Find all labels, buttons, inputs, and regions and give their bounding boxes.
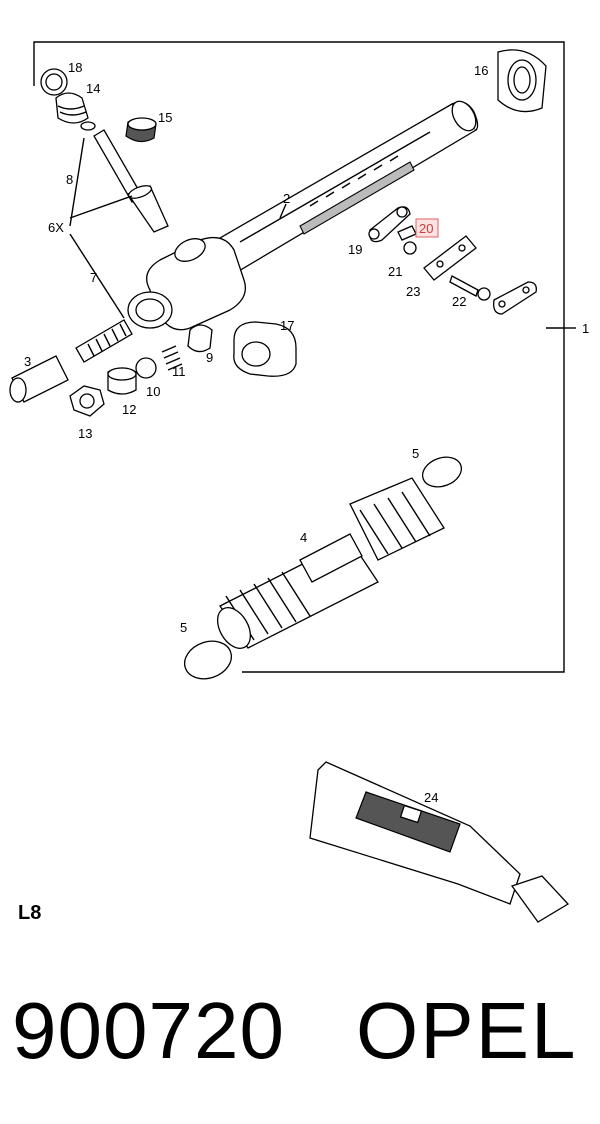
lock-nut bbox=[69, 385, 105, 417]
leader-lines bbox=[69, 137, 564, 329]
boot-clamp-left bbox=[183, 640, 233, 680]
callout-24: 24 bbox=[424, 790, 438, 805]
boot-clamp-right bbox=[421, 456, 463, 488]
callout-8: 8 bbox=[66, 172, 73, 187]
steering-rack-housing bbox=[127, 100, 479, 331]
callout-4: 4 bbox=[300, 530, 307, 545]
mounting-bolt bbox=[449, 275, 491, 301]
callout-3: 3 bbox=[24, 354, 31, 369]
callout-11: 11 bbox=[172, 364, 186, 379]
callout-20-highlight bbox=[415, 218, 439, 238]
tie-rod-bracket bbox=[368, 206, 411, 243]
callout-19: 19 bbox=[348, 242, 362, 257]
callout-10: 10 bbox=[146, 384, 160, 399]
callout-18: 18 bbox=[68, 60, 82, 75]
callout-21: 21 bbox=[388, 264, 402, 279]
part-number: 900720 bbox=[12, 986, 285, 1075]
callout-labels: 1 2 3 4 5 5 6X 7 8 9 10 11 12 13 14 15 1… bbox=[24, 60, 589, 805]
o-ring bbox=[135, 357, 157, 379]
callout-6x: 6X bbox=[48, 220, 64, 235]
callout-12: 12 bbox=[122, 402, 136, 417]
gasket-plate bbox=[493, 281, 537, 315]
rack-boot bbox=[216, 477, 445, 649]
mounting-bushing bbox=[497, 49, 547, 113]
mounting-clamp bbox=[233, 321, 297, 377]
assembly-bracket bbox=[33, 41, 576, 673]
thrust-cup bbox=[107, 367, 137, 395]
callout-20: 20 bbox=[419, 221, 433, 236]
washer bbox=[403, 241, 417, 255]
section-label: L8 bbox=[18, 902, 42, 924]
callout-9: 9 bbox=[206, 350, 213, 365]
callout-23: 23 bbox=[406, 284, 420, 299]
end-cap bbox=[9, 355, 69, 403]
callout-14: 14 bbox=[86, 81, 100, 96]
grease-tube bbox=[309, 761, 570, 923]
seal-boot bbox=[55, 92, 89, 124]
callout-7: 7 bbox=[90, 270, 97, 285]
callout-16: 16 bbox=[474, 63, 488, 78]
adjuster-nut bbox=[125, 117, 157, 143]
pressure-spring bbox=[161, 345, 183, 371]
shim-plate bbox=[423, 235, 477, 281]
callout-5b: 5 bbox=[180, 620, 187, 635]
pinion-shaft bbox=[93, 129, 169, 233]
callout-5a: 5 bbox=[412, 446, 419, 461]
brand-name: OPEL bbox=[356, 986, 578, 1075]
o-ring-small bbox=[80, 121, 96, 131]
callout-15: 15 bbox=[158, 110, 172, 125]
callout-2: 2 bbox=[283, 191, 290, 206]
lock-plate bbox=[397, 225, 417, 241]
callout-13: 13 bbox=[78, 426, 92, 441]
callout-17: 17 bbox=[280, 318, 294, 333]
rack-spring bbox=[75, 319, 133, 363]
yoke-plunger bbox=[187, 324, 213, 353]
circlip bbox=[40, 68, 68, 96]
callout-22: 22 bbox=[452, 294, 466, 309]
rack-teeth bbox=[309, 155, 399, 207]
callout-1: 1 bbox=[582, 321, 589, 336]
